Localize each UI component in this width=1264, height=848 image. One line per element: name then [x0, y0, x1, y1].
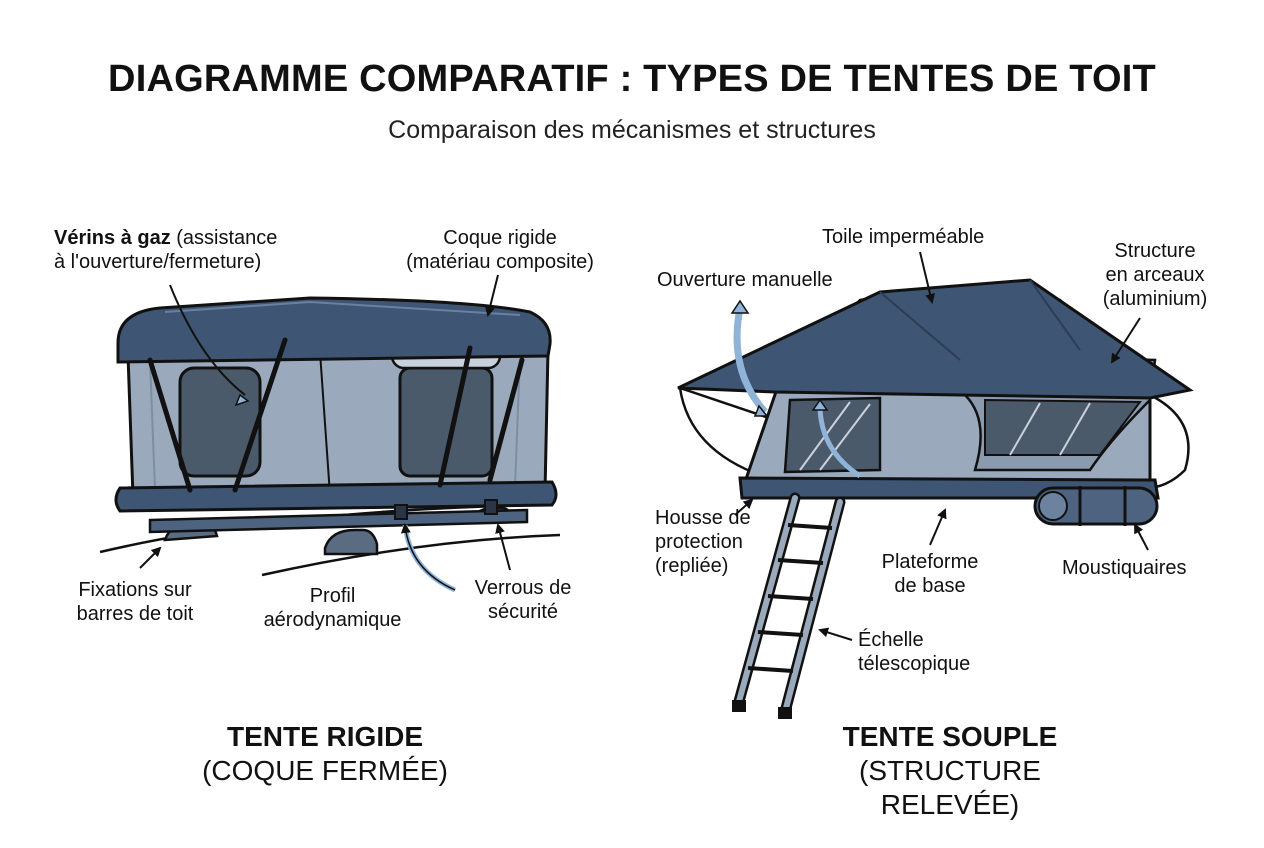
panel-seam [319, 351, 331, 496]
label-roof-bar-mounts-line1: Fixations sur [78, 579, 192, 601]
window [783, 396, 882, 474]
roof-bar [148, 508, 529, 534]
cover-roll-end [1038, 491, 1068, 521]
label-safety-latches-line1: Verrous de [474, 577, 572, 599]
label-safety-latches: Verrous de sécurité [458, 576, 588, 624]
callout-line [400, 523, 456, 591]
label-protective-cover-line3: (repliée) [655, 555, 729, 577]
label-base-platform-line1: Plateforme [881, 551, 979, 573]
soft-tent [677, 251, 1194, 719]
lid-highlight [164, 300, 521, 316]
label-hard-shell-line2: (matériau composite) [406, 251, 594, 273]
diagram-title: DIAGRAMME COMPARATIF : TYPES DE TENTES D… [108, 58, 1156, 100]
label-arch-structure-line3: (aluminium) [1102, 288, 1208, 310]
label-arch-structure: Structure en arceaux (aluminium) [1085, 239, 1225, 311]
caption-rigid-subtitle: (COQUE FERMÉE) [202, 755, 448, 786]
label-hard-shell-line1: Coque rigide [443, 227, 557, 249]
window [984, 398, 1142, 456]
callout-line [1134, 523, 1149, 551]
label-aero-profile-line1: Profil [309, 585, 356, 607]
label-arch-structure-line2: en arceaux [1105, 264, 1205, 286]
label-roof-bar-mounts-line2: barres de toit [76, 603, 194, 625]
gas-strut-icon [147, 337, 525, 493]
callout-line [495, 523, 511, 571]
label-gas-struts-bold: Vérins à gaz [54, 227, 171, 249]
window [178, 366, 262, 478]
callout-line [929, 508, 947, 546]
callout-line [818, 627, 853, 641]
window-mesh [1009, 402, 1091, 456]
label-gas-struts-line2: à l'ouverture/fermeture) [54, 251, 262, 273]
label-arch-structure-line1: Structure [1114, 240, 1196, 262]
label-aero-profile-line2: aérodynamique [263, 609, 402, 631]
accent-arrowhead [730, 299, 750, 314]
callout-line [485, 274, 499, 317]
callout-line [1110, 317, 1141, 364]
label-protective-cover-line1: Housse de [655, 507, 751, 529]
label-telescopic-ladder-line1: Échelle [858, 629, 924, 651]
label-gas-struts: Vérins à gaz (assistance à l'ouverture/f… [54, 226, 277, 274]
rigid-tent [99, 274, 561, 593]
label-protective-cover-line2: protection [655, 531, 743, 553]
roof-line-lower [261, 533, 561, 577]
label-base-platform-line2: de base [894, 575, 966, 597]
label-roof-bar-mounts: Fixations sur barres de toit [60, 578, 210, 626]
latch-icon [394, 504, 408, 520]
caption-soft-tent: TENTE SOUPLE (STRUCTURE RELEVÉE) [790, 720, 1110, 822]
accent-arrow [402, 524, 457, 593]
accent-arrowhead [753, 404, 769, 417]
label-hard-shell: Coque rigide (matériau composite) [390, 226, 610, 274]
accent-arrow [733, 307, 768, 415]
label-gas-struts-rest: (assistance [170, 227, 278, 249]
caption-rigid-tent: TENTE RIGIDE (COQUE FERMÉE) [180, 720, 470, 788]
hard-shell-lid [116, 296, 552, 364]
label-base-platform: Plateforme de base [860, 550, 1000, 598]
label-waterproof-canvas: Toile imperméable [822, 226, 985, 248]
canopy-seam [879, 279, 1081, 361]
label-telescopic-ladder-line2: télescopique [858, 653, 971, 675]
label-safety-latches-line2: sécurité [487, 601, 559, 623]
telescopic-ladder-icon [732, 492, 846, 719]
label-aero-profile: Profil aérodynamique [250, 584, 415, 632]
callout-line [919, 251, 935, 304]
caption-soft-title: TENTE SOUPLE [842, 721, 1058, 752]
mount-foot [323, 528, 379, 556]
diagram-subtitle: Comparaison des mécanismes et structures [388, 116, 876, 144]
callout-line [734, 498, 754, 516]
label-mosquito-nets: Moustiquaires [1062, 557, 1187, 579]
label-protective-cover: Housse de protection (repliée) [655, 506, 751, 578]
latch-icon [484, 499, 498, 515]
accent-arrowhead [234, 393, 250, 407]
base-rim [114, 480, 558, 513]
accent-arrow [817, 404, 862, 479]
label-manual-opening: Ouverture manuelle [657, 269, 833, 291]
cover-strap [1078, 486, 1127, 526]
caption-soft-subtitle: (STRUCTURE RELEVÉE) [859, 755, 1041, 820]
callout-line [169, 284, 246, 396]
caption-rigid-title: TENTE RIGIDE [226, 721, 423, 752]
callout-line [139, 546, 162, 569]
accent-arrowhead [811, 398, 829, 411]
label-telescopic-ladder: Échelle télescopique [858, 628, 970, 676]
